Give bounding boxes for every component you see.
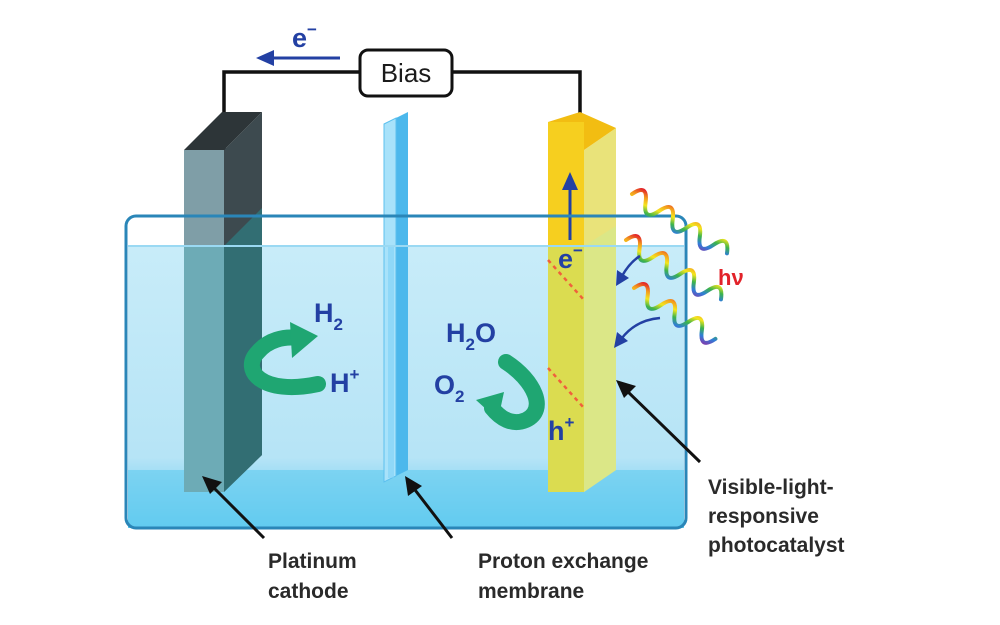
photocatalyst-side-submerged [584,226,616,492]
hplus-label: H+ [330,365,360,398]
light-wave-1 [630,188,730,256]
photocatalyst-pointer-head [616,380,636,398]
hole-label: h+ [548,413,575,446]
bias-label: Bias [381,58,432,88]
light-wave-2 [624,234,724,302]
photon-arrow-2 [621,316,661,339]
light-wave-3 [632,282,718,345]
tank-outline [124,214,688,530]
o2-label: O2 [434,370,464,406]
light-waves [624,188,730,345]
valence-band-line [547,367,585,409]
cathode-submerged-tint [184,246,224,492]
cathode-pointer-arrow [208,482,266,540]
electron-top-label: e− [292,20,317,53]
caption-photocatalyst: Visible-light- responsive photocatalyst [708,476,845,557]
caption-cathode: Platinum cathode [268,550,363,603]
membrane-pointer-head [405,476,422,496]
h2-label: H2 [314,298,343,334]
anode-curved-arrow [484,354,545,431]
electron-flow-arrowhead [256,50,274,66]
membrane-edge [396,112,408,476]
photocatalyst-pointer-arrow [622,386,702,464]
photon-arrow-1 [620,254,641,277]
photon-arrowhead-1 [616,270,629,286]
cathode-top-face [184,112,262,150]
conduction-band-line [547,259,585,301]
photocatalyst-electron-label: e− [558,241,583,274]
cathode-pointer-head [202,476,222,494]
photocatalyst-submerged-face [548,246,584,492]
photon-arrowhead-2 [614,332,628,348]
electron-up-arrowhead [562,172,578,190]
h2o-label: H2O [446,318,496,354]
anode-curved-arrowhead [476,392,504,420]
cathode-curved-arrowhead [290,322,318,358]
cathode-curved-arrow [244,329,326,396]
hv-label: hν [718,265,744,290]
membrane-highlight [388,246,394,478]
membrane-pointer-arrow [410,485,454,539]
caption-membrane: Proton exchange membrane [478,550,654,603]
water-bottom [128,470,684,528]
bias-box [358,48,454,98]
cathode-submerged-side-tint [224,208,262,492]
